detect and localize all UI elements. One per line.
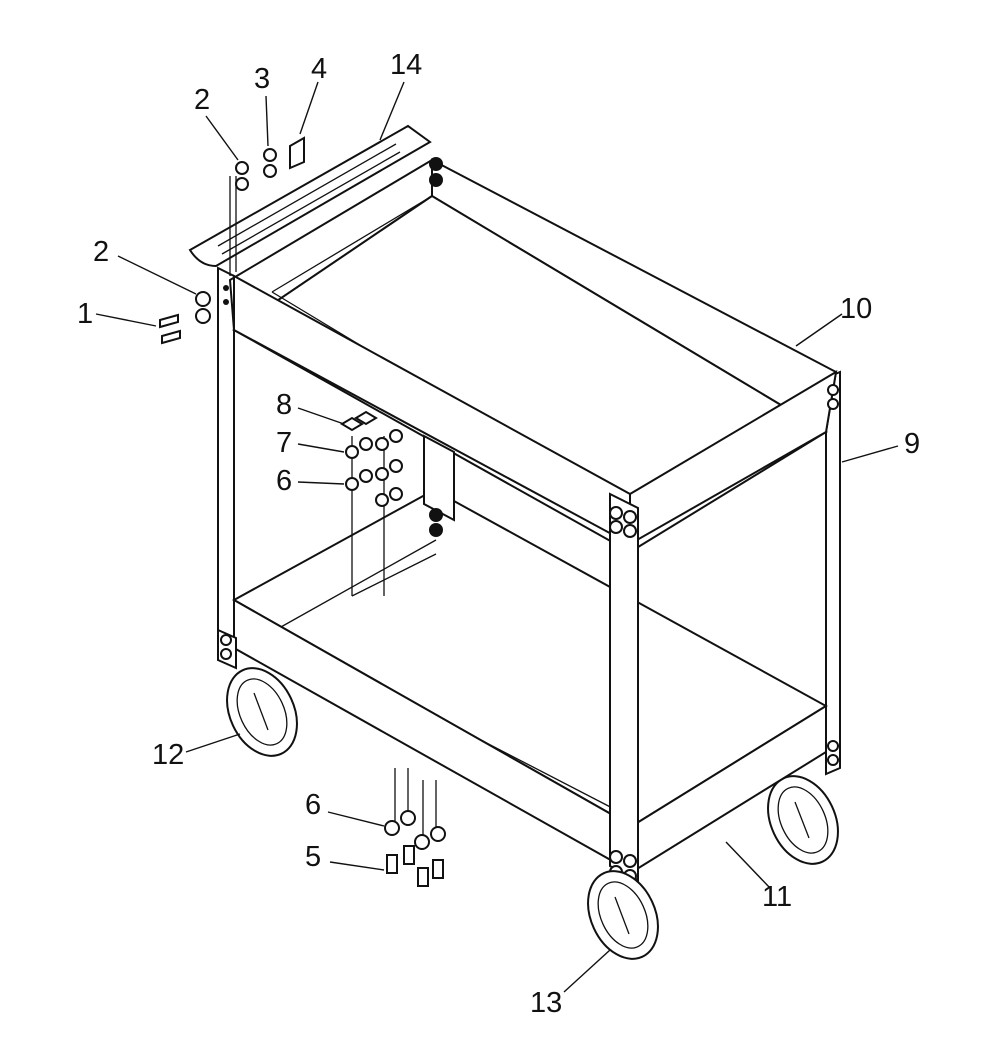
cart-frame [188, 124, 841, 882]
callout-4: 4 [311, 53, 327, 85]
callout-6-lower: 6 [305, 789, 321, 821]
wheel-front [587, 870, 659, 960]
handle-hardware-top [229, 136, 305, 276]
callout-3: 3 [254, 63, 270, 95]
callout-8: 8 [276, 389, 292, 421]
callout-11: 11 [762, 881, 792, 913]
callout-6-upper: 6 [276, 465, 292, 497]
callout-10: 10 [840, 293, 872, 325]
shelf-hardware-lower [384, 768, 446, 887]
shelf-hardware-upper [340, 410, 437, 597]
wheel-rear-right [767, 775, 839, 865]
callout-14: 14 [390, 49, 422, 81]
leader-lines [95, 81, 899, 993]
callout-2-top: 2 [194, 84, 210, 116]
callout-12: 12 [152, 739, 184, 771]
callout-9: 9 [904, 428, 920, 460]
wheel-rear-left [226, 667, 298, 757]
callout-7: 7 [276, 427, 292, 459]
handle-hardware-side [159, 291, 211, 345]
handle-bar [188, 124, 432, 268]
callout-13: 13 [530, 987, 562, 1019]
callout-5: 5 [305, 841, 321, 873]
callout-2-side: 2 [93, 236, 109, 268]
callout-1: 1 [77, 298, 93, 330]
